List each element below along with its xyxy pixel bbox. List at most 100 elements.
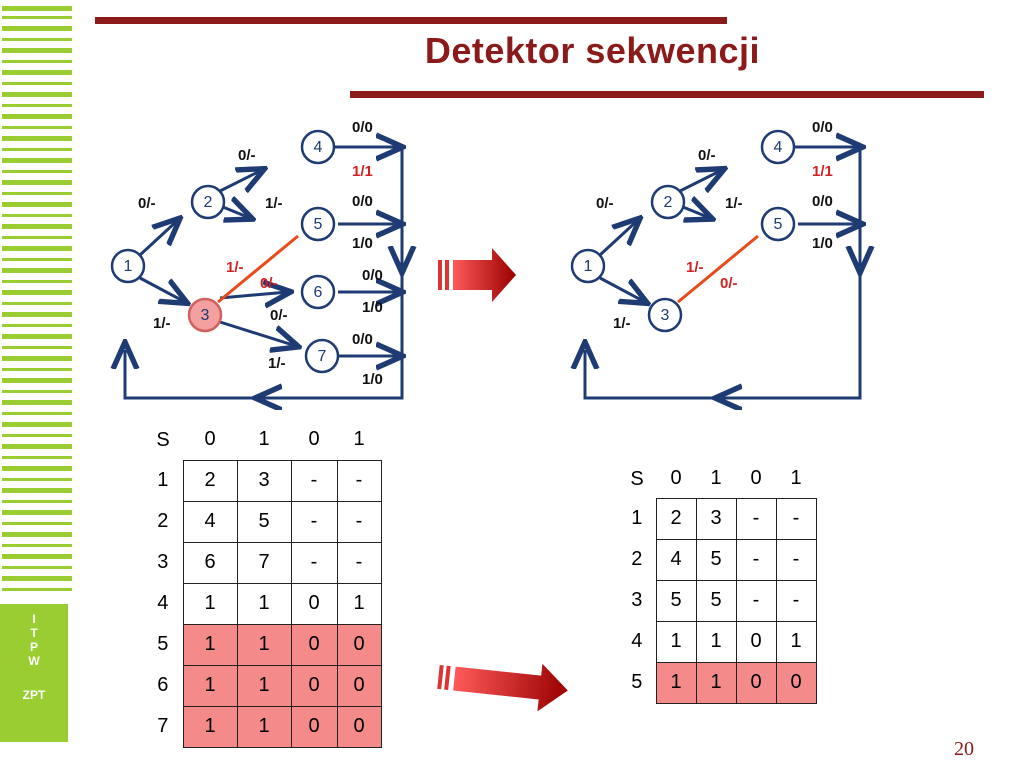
header-cell: 1 xyxy=(710,467,722,490)
table-header-row: S 0 1 0 1 xyxy=(618,460,816,498)
value-cell: 0 xyxy=(290,664,338,707)
value-cell: - xyxy=(735,497,777,540)
state-cell: 4 xyxy=(631,630,643,652)
edge-label: 0/0 xyxy=(352,331,373,348)
edge-1-3 xyxy=(139,276,185,302)
node-label: 5 xyxy=(774,216,783,233)
value-cell: 0 xyxy=(336,623,382,666)
edge-label: 0/- xyxy=(238,147,256,164)
node-label: 1 xyxy=(124,258,133,275)
state-node xyxy=(110,248,146,284)
value-cell: 1 xyxy=(182,705,238,748)
edge-label: 1/- xyxy=(153,315,171,332)
edge-label-highlight: 1/- xyxy=(226,259,244,276)
value-cell: - xyxy=(290,459,338,502)
value-cell: - xyxy=(336,541,382,584)
node-label: 2 xyxy=(664,194,673,211)
value-cell: 1 xyxy=(695,661,737,704)
edge-label: 1/0 xyxy=(352,235,373,252)
value-cell: 0 xyxy=(336,705,382,748)
header-cell: S xyxy=(156,428,170,451)
edge-label: 1/0 xyxy=(812,235,833,252)
value-cell: 1 xyxy=(236,664,292,707)
state-cell: 5 xyxy=(157,633,169,655)
value-cell: - xyxy=(290,500,338,543)
value-cell: 1 xyxy=(236,582,292,625)
edge-label: 0/0 xyxy=(362,267,383,284)
edge-label-highlight: 0/- xyxy=(720,275,738,292)
edge-label-highlight: 1/1 xyxy=(812,163,833,180)
state-cell: 7 xyxy=(157,715,169,737)
value-cell: 1 xyxy=(182,623,238,666)
value-cell: 1 xyxy=(236,705,292,748)
value-cell: 0 xyxy=(290,582,338,625)
logo-letter: I xyxy=(32,612,36,626)
title-bar-bottom xyxy=(350,91,984,98)
value-cell: - xyxy=(775,497,817,540)
header-cell: 0 xyxy=(308,428,320,451)
value-cell: 0 xyxy=(290,623,338,666)
page-number: 20 xyxy=(954,738,974,760)
transform-arrow-top xyxy=(438,248,516,302)
node-label: 1 xyxy=(584,258,593,275)
header-cell: 1 xyxy=(353,428,365,451)
state-cell: 3 xyxy=(157,551,169,573)
header-cell: S xyxy=(630,467,644,490)
edge-3-5-highlight xyxy=(217,234,299,304)
value-cell: 0 xyxy=(336,664,382,707)
value-cell: 2 xyxy=(655,497,697,540)
value-cell: 4 xyxy=(655,538,697,581)
header-cell: 0 xyxy=(204,428,216,451)
state-node xyxy=(300,206,336,242)
value-cell: - xyxy=(775,579,817,622)
value-cell: 7 xyxy=(236,541,292,584)
state-cell: 1 xyxy=(631,507,643,529)
edge-label: 0/- xyxy=(138,195,156,212)
itpw-logo: I T P W ZPT xyxy=(0,604,68,742)
state-node xyxy=(304,338,340,374)
edge-label: 1/- xyxy=(265,195,283,212)
value-cell: - xyxy=(336,500,382,543)
edge-label: 1/0 xyxy=(362,299,383,316)
value-cell: 5 xyxy=(695,579,737,622)
value-cell: 5 xyxy=(695,538,737,581)
value-cell: - xyxy=(735,538,777,581)
edge-2-4 xyxy=(217,170,262,194)
edge-3-6 xyxy=(219,292,288,298)
value-cell: 1 xyxy=(336,582,382,625)
value-cell: 1 xyxy=(655,620,697,663)
logo-letter: P xyxy=(29,640,38,654)
logo-letter: W xyxy=(28,654,40,668)
value-cell: - xyxy=(735,579,777,622)
value-cell: 1 xyxy=(182,582,238,625)
header-cell: 0 xyxy=(670,467,682,490)
edge-label: 0/0 xyxy=(812,193,833,210)
header-cell: 1 xyxy=(258,428,270,451)
header-cell: 1 xyxy=(790,467,802,490)
state-graph-original: 1 2 3 4 5 6 7 0/- 1/- 0/- 1/- 0/- 1/- 0/… xyxy=(100,119,420,410)
value-cell: 3 xyxy=(695,497,737,540)
edge-label: 0/0 xyxy=(352,119,373,136)
edge-label-highlight: 1/1 xyxy=(352,163,373,180)
edge-label: 0/0 xyxy=(812,119,833,136)
value-cell: 2 xyxy=(182,459,238,502)
node-label: 5 xyxy=(314,216,323,233)
state-cell: 6 xyxy=(157,674,169,696)
state-cell: 3 xyxy=(631,589,643,611)
edge-label: 1/- xyxy=(268,355,286,372)
state-node xyxy=(190,184,226,220)
transform-arrow-bottom xyxy=(437,663,568,712)
node-label: 4 xyxy=(314,139,323,156)
state-cell: 2 xyxy=(157,510,169,532)
value-cell: 0 xyxy=(290,705,338,748)
value-cell: 4 xyxy=(182,500,238,543)
